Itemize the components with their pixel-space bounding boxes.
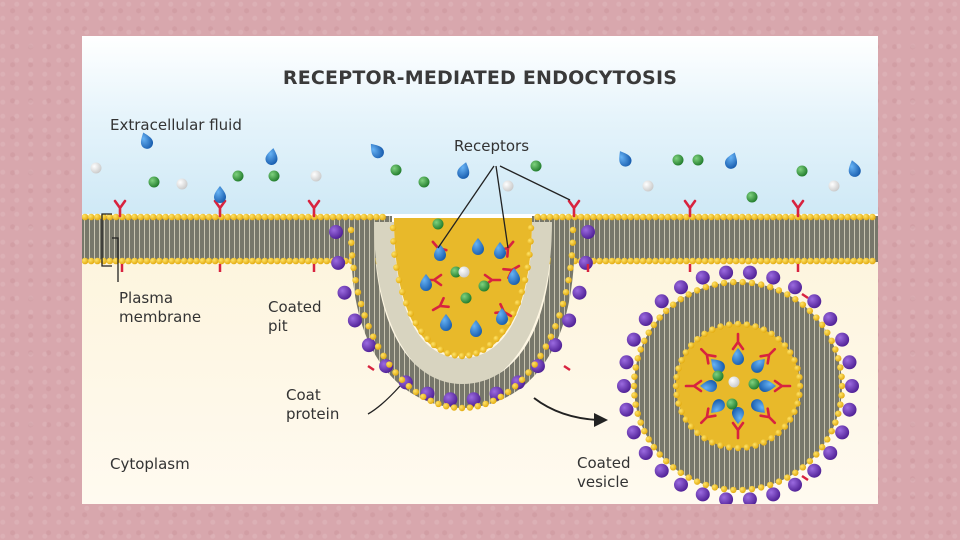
coat-protein-unit (719, 266, 733, 280)
coat-protein-label-line2: protein (286, 405, 339, 423)
coat-protein-unit (807, 464, 821, 478)
coat-protein-unit (331, 256, 345, 270)
ligand-white-dot (91, 163, 102, 174)
coat-protein-unit (835, 333, 849, 347)
coat-protein-unit (843, 355, 857, 369)
coat-protein-unit (823, 446, 837, 460)
coat-protein-unit (843, 403, 857, 417)
ligand-white-dot (459, 267, 470, 278)
coated-vesicle-label-line2: vesicle (577, 473, 629, 491)
coat-protein-unit (627, 333, 641, 347)
coat-protein-label-line1: Coat (286, 386, 321, 404)
coated-vesicle-label-line1: Coated (577, 454, 630, 472)
ligand-white-dot (177, 179, 188, 190)
plasma-membrane-label-line1: Plasma (119, 289, 173, 307)
coat-protein-unit (845, 379, 859, 393)
ligand-green-dot (391, 165, 402, 176)
coat-protein-unit (572, 286, 586, 300)
ligand-green-dot (233, 171, 244, 182)
coat-protein-unit (627, 425, 641, 439)
coat-protein-unit (348, 313, 362, 327)
coat-protein-unit (835, 425, 849, 439)
ligand-green-dot (713, 371, 724, 382)
coat-protein-unit (766, 271, 780, 285)
ligand-white-dot (311, 171, 322, 182)
coat-protein-unit (548, 338, 562, 352)
ligand-green-dot (673, 155, 684, 166)
coat-protein-unit (674, 280, 688, 294)
ligand-green-dot (797, 166, 808, 177)
endocytosis-illustration (82, 36, 878, 504)
coat-protein-unit (639, 446, 653, 460)
coat-protein-unit (562, 313, 576, 327)
coat-protein-unit (619, 355, 633, 369)
coat-protein-unit (579, 256, 593, 270)
extracellular-fluid-label: Extracellular fluid (110, 116, 242, 134)
coated-pit-label-line1: Coated (268, 298, 321, 316)
ligand-green-dot (749, 379, 760, 390)
coat-protein-unit (617, 379, 631, 393)
coat-protein-unit (329, 225, 343, 239)
coat-protein-unit (743, 266, 757, 280)
coat-protein-unit (788, 478, 802, 492)
coat-protein-unit (766, 487, 780, 501)
cytoplasm-label: Cytoplasm (110, 455, 190, 473)
coat-protein-unit (823, 312, 837, 326)
coat-protein-unit (655, 294, 669, 308)
coat-protein-unit (362, 338, 376, 352)
coat-protein-unit (581, 225, 595, 239)
coat-protein-unit (788, 280, 802, 294)
ligand-green-dot (149, 177, 160, 188)
ligand-green-dot (461, 293, 472, 304)
plasma-membrane-label-line2: membrane (119, 308, 201, 326)
ligand-white-dot (503, 181, 514, 192)
coat-protein-unit (807, 294, 821, 308)
coat-protein-unit (338, 286, 352, 300)
ligand-green-dot (531, 161, 542, 172)
coat-protein-unit (655, 464, 669, 478)
diagram-title: RECEPTOR-MEDIATED ENDOCYTOSIS (82, 67, 878, 89)
ligand-green-dot (747, 192, 758, 203)
ligand-green-dot (479, 281, 490, 292)
receptors-label: Receptors (454, 137, 529, 155)
ligand-green-dot (433, 219, 444, 230)
coat-protein-unit (619, 403, 633, 417)
coated-pit-label-line2: pit (268, 317, 288, 335)
coat-protein-unit (696, 487, 710, 501)
coat-protein-unit (639, 312, 653, 326)
ligand-white-dot (729, 377, 740, 388)
ligand-green-dot (269, 171, 280, 182)
ligand-white-dot (643, 181, 654, 192)
ligand-white-dot (829, 181, 840, 192)
coat-protein-unit (674, 478, 688, 492)
ligand-green-dot (693, 155, 704, 166)
coat-protein-unit (696, 271, 710, 285)
ligand-green-dot (727, 399, 738, 410)
ligand-green-dot (419, 177, 430, 188)
diagram-panel: RECEPTOR-MEDIATED ENDOCYTOSIS Extracellu… (82, 36, 878, 504)
